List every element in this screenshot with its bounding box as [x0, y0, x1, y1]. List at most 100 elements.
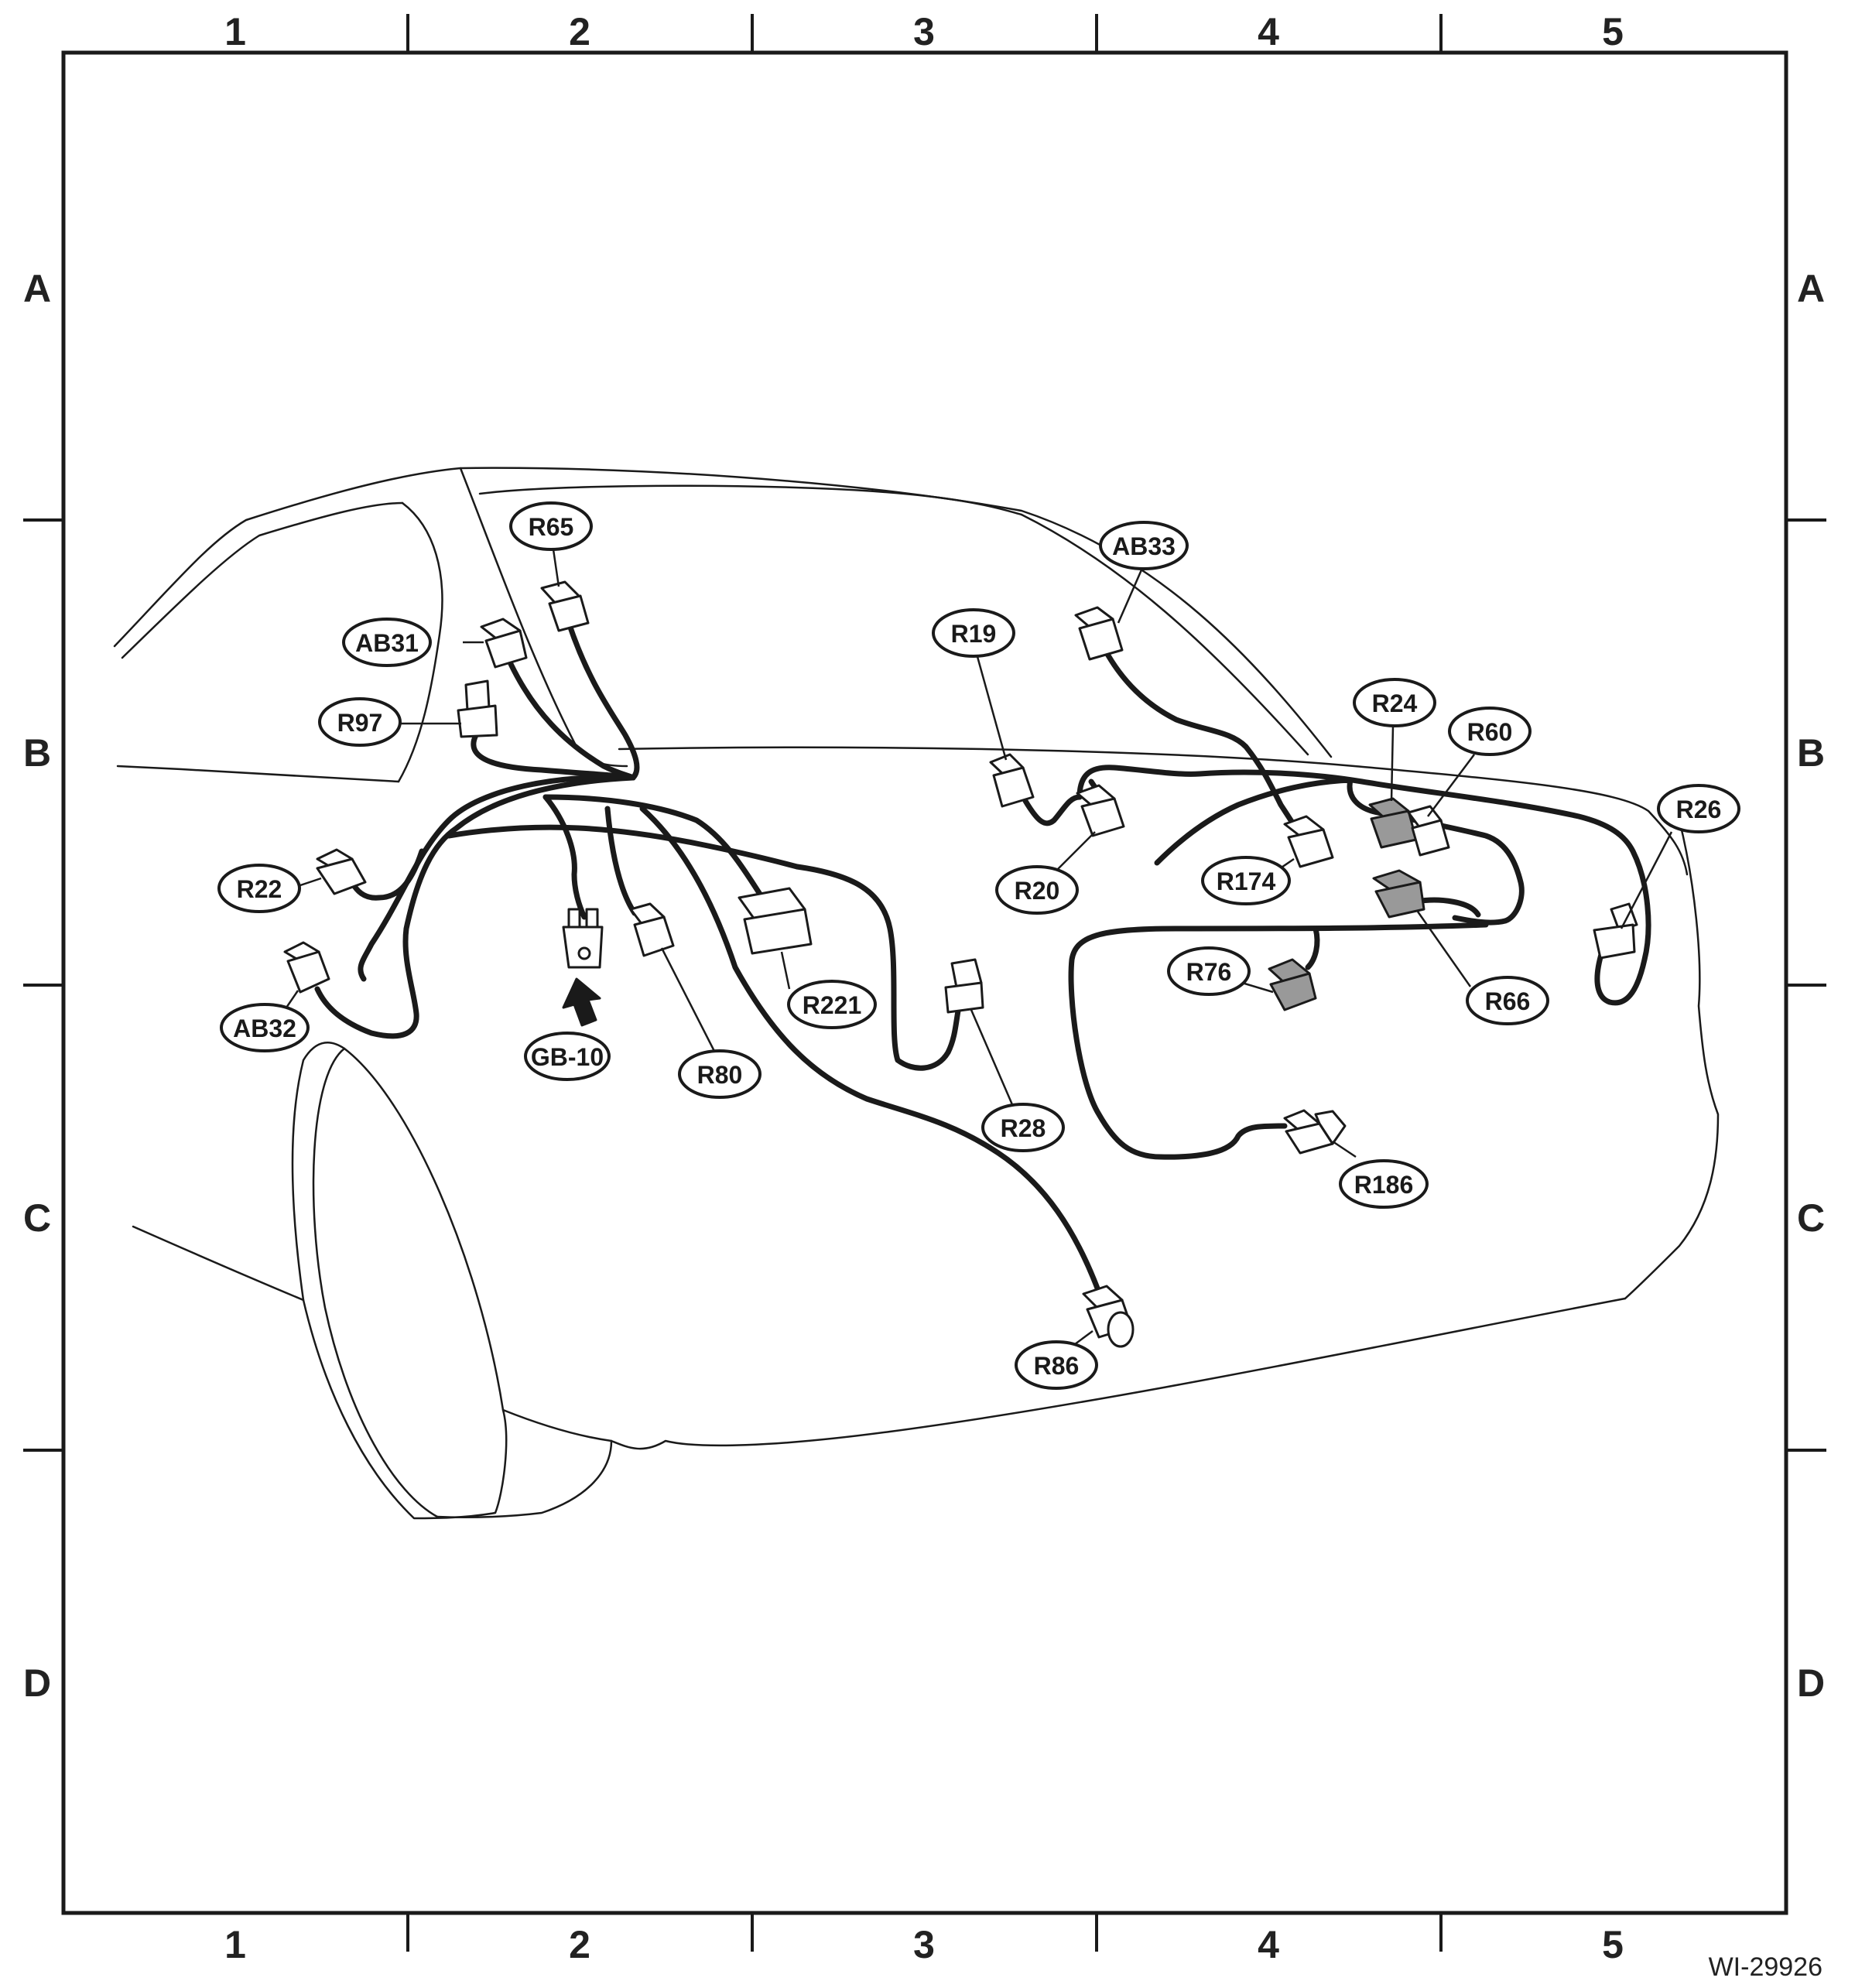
grid-col-4-bottom: 4 [1258, 1923, 1279, 1966]
callout-r86[interactable]: R86 [1015, 1340, 1098, 1390]
beltline [618, 746, 1689, 876]
harness-main-line [446, 824, 800, 870]
rear-wheel-tread [436, 1439, 613, 1519]
connector-r66[interactable] [1372, 869, 1425, 919]
callout-r19[interactable]: R19 [932, 608, 1015, 658]
connector-r24[interactable] [1368, 797, 1418, 849]
harness-r221-to-r28 [794, 864, 963, 1071]
callout-r20[interactable]: R20 [995, 865, 1079, 915]
grid-row-b-left: B [23, 731, 51, 775]
connector-ab33[interactable] [1074, 606, 1124, 661]
callout-r221[interactable]: R221 [787, 980, 877, 1029]
grid-col-2-bottom: 2 [569, 1923, 590, 1966]
connector-r97[interactable] [457, 679, 498, 738]
connector-r174[interactable] [1283, 815, 1334, 868]
grid-col-2-top: 2 [569, 10, 590, 53]
callout-r80-label: R80 [697, 1061, 743, 1089]
callout-ab32[interactable]: AB32 [220, 1003, 310, 1052]
connector-ab31[interactable] [480, 618, 528, 669]
connector-r22[interactable] [316, 848, 367, 895]
figure-code: WI-29926 [1709, 1952, 1822, 1982]
callout-r26-label: R26 [1676, 796, 1722, 823]
grid-row-c-left: C [23, 1196, 51, 1240]
grid-row-labels-left: A B C D [23, 267, 51, 1705]
callout-r28[interactable]: R28 [981, 1103, 1065, 1152]
callout-r97-label: R97 [337, 709, 383, 737]
c-pillar-window [397, 501, 443, 783]
callout-r24-label: R24 [1372, 689, 1418, 717]
callout-r76[interactable]: R76 [1167, 946, 1251, 996]
grid-ticks [23, 14, 1826, 1952]
callout-ab33-label: AB33 [1112, 532, 1176, 560]
grid-row-c-right: C [1797, 1196, 1825, 1240]
connector-r80[interactable] [629, 902, 675, 957]
callout-ab33[interactable]: AB33 [1099, 521, 1189, 570]
grid-row-a-right: A [1797, 267, 1825, 310]
harness-lower-loop [1068, 922, 1489, 1160]
connector-r65[interactable] [540, 580, 590, 632]
callout-r60-label: R60 [1467, 718, 1513, 746]
callout-r24[interactable]: R24 [1353, 678, 1436, 727]
harness-r66-branch [1413, 897, 1481, 918]
grid-col-3-top: 3 [913, 10, 935, 53]
callout-r20-label: R20 [1015, 877, 1060, 905]
callout-r65[interactable]: R65 [509, 501, 593, 551]
callout-ab32-label: AB32 [233, 1015, 296, 1042]
callout-ab31-label: AB31 [355, 629, 419, 657]
callout-gb-10-label: GB-10 [531, 1043, 604, 1071]
grid-col-3-bottom: 3 [913, 1923, 935, 1966]
quarter-line [132, 1225, 305, 1302]
callout-r22-label: R22 [237, 875, 282, 903]
callout-r60[interactable]: R60 [1448, 707, 1532, 756]
connector-r186[interactable] [1283, 1109, 1347, 1155]
connector-r20[interactable] [1076, 784, 1125, 837]
grid-col-4-top: 4 [1258, 10, 1279, 53]
tail-end [1624, 819, 1720, 1300]
harness-r76-branch [1305, 926, 1320, 970]
harness-r65-branch [566, 620, 640, 781]
grid-row-d-right: D [1797, 1661, 1825, 1705]
connector-r86[interactable] [1082, 1285, 1135, 1348]
callout-gb-10[interactable]: GB-10 [524, 1032, 611, 1081]
connector-r76[interactable] [1268, 958, 1317, 1011]
callout-r65-label: R65 [529, 513, 574, 541]
side-window-bottom [116, 765, 400, 783]
callout-r19-label: R19 [951, 620, 997, 648]
callout-r186[interactable]: R186 [1339, 1159, 1429, 1209]
connector-r28[interactable] [944, 958, 984, 1014]
callout-r174[interactable]: R174 [1201, 856, 1291, 905]
grid-col-1-top: 1 [224, 10, 246, 53]
harness-gb10-branch [542, 794, 587, 920]
callout-r66[interactable]: R66 [1466, 976, 1549, 1025]
callout-r66-label: R66 [1485, 987, 1531, 1015]
rear-window-inner [1020, 513, 1309, 756]
callout-r76-label: R76 [1186, 958, 1232, 986]
callout-r26[interactable]: R26 [1657, 784, 1740, 833]
grid-col-5-bottom: 5 [1602, 1923, 1624, 1966]
grid-col-5-top: 5 [1602, 10, 1624, 53]
wiring-harness [314, 620, 1651, 1295]
harness-r22-branch [349, 848, 425, 901]
callout-ab31[interactable]: AB31 [342, 618, 432, 667]
rear-wheel-inner [312, 1047, 439, 1518]
connector-r19[interactable] [989, 753, 1035, 808]
callout-r221-label: R221 [803, 991, 862, 1019]
callout-r86-label: R86 [1034, 1352, 1080, 1380]
connector-ab32[interactable] [283, 941, 330, 994]
connector-gb-10[interactable] [562, 908, 604, 969]
connector-r221[interactable] [738, 887, 813, 955]
callout-r174-label: R174 [1217, 867, 1276, 895]
callout-r22[interactable]: R22 [217, 864, 301, 913]
callout-r97[interactable]: R97 [318, 697, 402, 747]
rear-bumper-lower-left [501, 1408, 613, 1442]
car-body-outline [113, 467, 1720, 1520]
connector-shapes [283, 580, 1638, 1348]
connector-r60[interactable] [1407, 805, 1450, 857]
grid-row-b-right: B [1797, 731, 1825, 775]
callout-r80[interactable]: R80 [678, 1049, 762, 1099]
diagram-frame [61, 50, 1788, 1915]
harness-r86-trunk [639, 806, 1102, 1295]
rear-wheel-outer [291, 1042, 508, 1520]
grid-row-d-left: D [23, 1661, 51, 1705]
harness-main-trunk [358, 774, 636, 982]
